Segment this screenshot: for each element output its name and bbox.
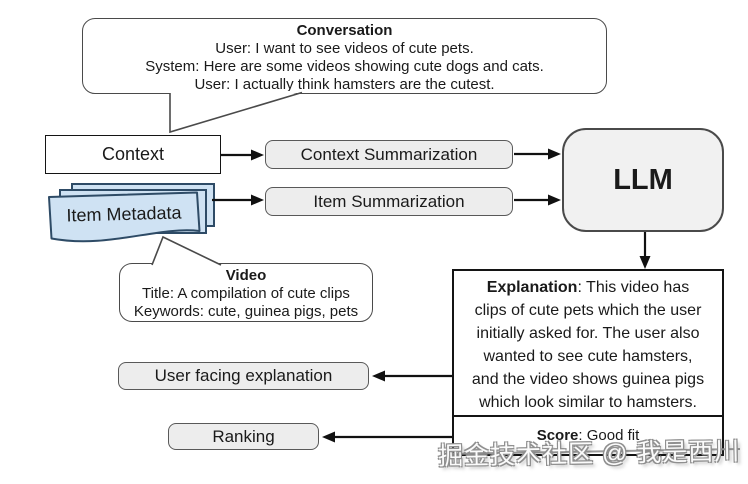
ranking-node: Ranking [168,423,319,450]
explanation-text: Explanation: This video has clips of cut… [454,271,722,414]
context-summarization-node: Context Summarization [265,140,513,169]
score-text: Score: Good fit [536,427,640,444]
user-facing-explanation-label: User facing explanation [154,366,333,385]
context-node: Context [45,135,221,174]
arrow-context-summarization-to-llm [514,148,561,160]
conversation-line: User: I want to see videos of cute pets. [215,40,474,57]
video-line: Keywords: cute, guinea pigs, pets [133,303,359,320]
arrow-context-to-summarization [221,149,264,161]
item-summarization-label: Item Summarization [313,191,465,211]
explanation-line: and the video shows guinea pigs [471,371,705,388]
video-bubble-tail [151,235,222,266]
item-metadata-label: Item Metadata [66,202,182,226]
arrow-llm-to-explanation [639,232,651,269]
video-title: Video [225,267,267,284]
conversation-bubble-tail [169,91,303,134]
user-facing-explanation-node: User facing explanation [118,362,369,390]
explanation-line: clips of cute pets which the user [474,302,702,319]
ranking-label: Ranking [212,426,275,446]
conversation-line: System: Here are some videos showing cut… [145,58,544,75]
watermark-text: 掘金技术社区 @ 我是西川 [437,437,741,471]
arrow-metadata-to-summarization [212,194,264,206]
video-line: Title: A compilation of cute clips [142,285,350,302]
conversation-title: Conversation [296,22,393,39]
context-summarization-label: Context Summarization [300,144,478,164]
conversation-bubble: Conversation User: I want to see videos … [82,18,607,94]
conversation-line: User: I actually think hamsters are the … [194,76,495,93]
arrow-score-to-ranking [322,431,452,443]
context-label: Context [101,144,165,164]
arrow-explanation-to-user-facing [372,370,452,382]
llm-label: LLM [613,163,673,196]
explanation-score-node: Explanation: This video has clips of cut… [452,269,724,456]
explanation-line: initially asked for. The user also [476,325,700,342]
explanation-line: wanted to see cute hamsters, [483,348,693,365]
video-metadata-bubble: Video Title: A compilation of cute clips… [119,263,373,322]
score-heading: Score [536,427,579,444]
explanation-heading: Explanation [486,279,578,296]
item-summarization-node: Item Summarization [265,187,513,216]
explanation-line: which look similar to hamsters. [479,394,697,411]
arrow-item-summarization-to-llm [514,194,561,206]
llm-node: LLM [562,128,724,232]
score-divider [454,415,722,417]
